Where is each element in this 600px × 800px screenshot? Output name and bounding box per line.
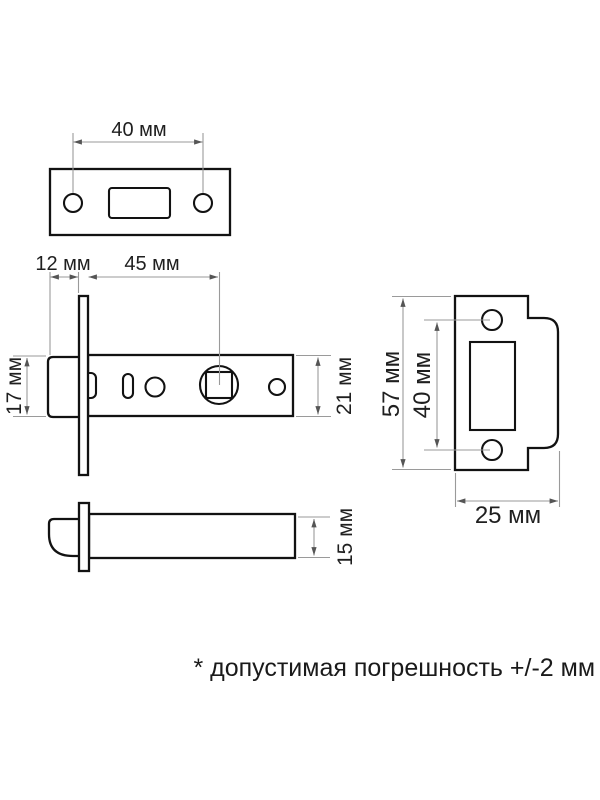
tolerance-note: * допустимая погрешность +/-2 мм — [193, 654, 595, 682]
dim-label-bolt-protrusion: 12 мм — [35, 253, 90, 275]
latch-bolt-side — [46, 355, 79, 419]
dim-body-thickness: 15 мм — [298, 508, 357, 566]
view-faceplate-front: 40 мм — [48, 119, 232, 237]
dim-strike-height: 57 мм — [378, 295, 451, 471]
body-hole-right — [267, 377, 287, 397]
dim-strike-width: 25 мм — [454, 451, 561, 529]
faceplate-edge-side — [77, 294, 90, 477]
view-strike-plate: 57 мм 40 мм 25 мм — [378, 294, 561, 529]
dim-label-backset: 45 мм — [124, 253, 179, 275]
dim-bolt-protrusion: 12 мм — [35, 253, 91, 355]
dim-body-height: 21 мм — [296, 354, 356, 418]
dim-label-strike-width: 25 мм — [475, 502, 541, 529]
body-hole-small — [144, 376, 166, 398]
screw-hole-left — [62, 192, 84, 214]
faceplate-latch-cutout — [107, 186, 172, 220]
latch-bolt-top — [47, 517, 79, 558]
body-slot — [121, 372, 135, 400]
strike-latch-cutout — [468, 340, 517, 432]
faceplate-edge-top — [77, 501, 91, 573]
dim-strike-hole-spacing: 40 мм — [409, 319, 490, 451]
dim-hole-spacing: 40 мм — [72, 119, 204, 195]
dim-bolt-height: 17 мм — [3, 355, 46, 418]
dim-label-body-thickness: 15 мм — [334, 508, 357, 566]
dim-label-strike-height: 57 мм — [378, 351, 405, 417]
screw-hole-right — [192, 192, 214, 214]
dim-label-hole-spacing: 40 мм — [111, 119, 166, 141]
view-latch-side: 12 мм 45 мм 17 мм 21 мм — [3, 253, 356, 477]
view-latch-top: 15 мм — [47, 501, 357, 573]
dim-label-strike-hole-spacing: 40 мм — [409, 352, 436, 418]
dim-label-body-height: 21 мм — [333, 357, 356, 415]
dim-label-bolt-height: 17 мм — [3, 357, 26, 415]
dim-backset: 45 мм — [88, 253, 221, 385]
latch-body-top — [87, 512, 297, 560]
latch-body-side — [86, 353, 295, 418]
